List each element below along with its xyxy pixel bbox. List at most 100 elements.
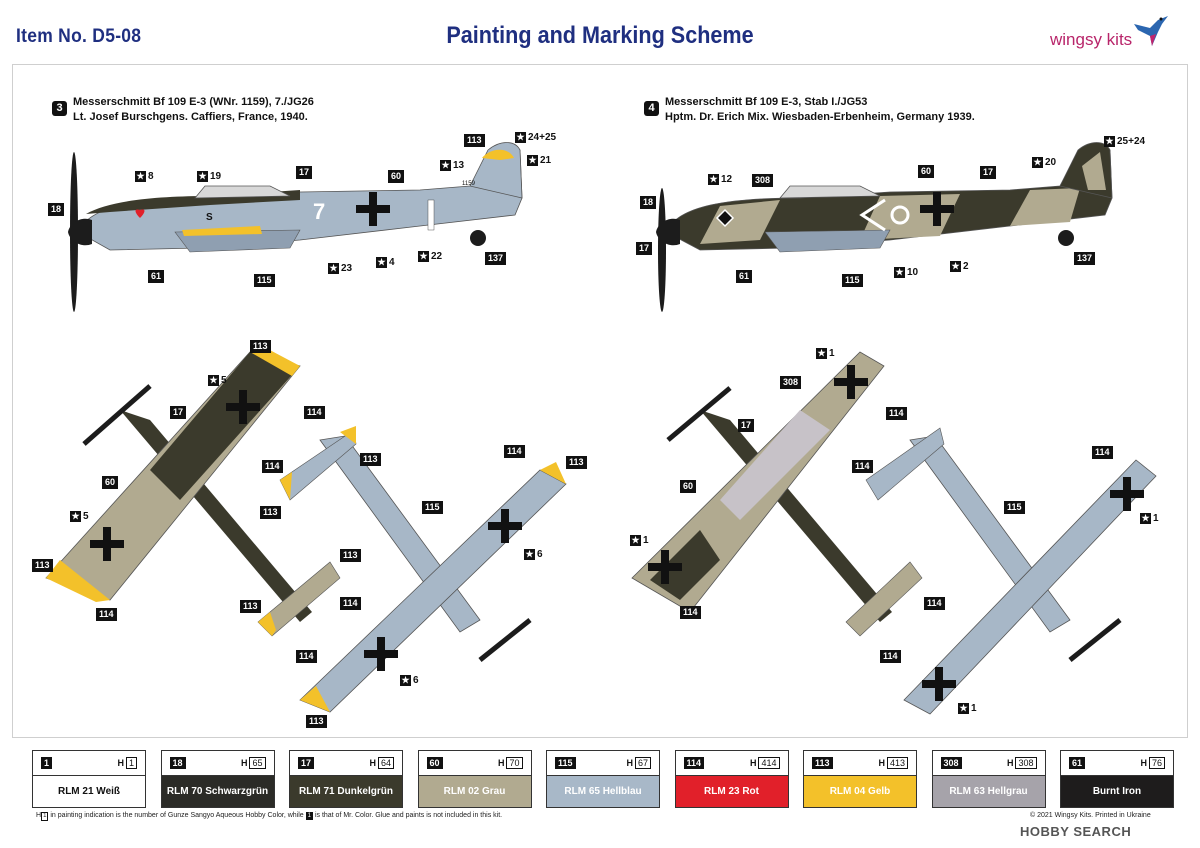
callout: 137 (1074, 252, 1096, 265)
stencil-marker: ★10 (894, 267, 919, 278)
stencil-marker: ★21 (527, 155, 552, 166)
callout: 113 (340, 549, 361, 562)
callout: 115 (254, 274, 275, 287)
callout: 17 (738, 419, 755, 432)
stencil-marker: ★12 (708, 174, 733, 185)
watermark: HOBBY SEARCH (1020, 824, 1132, 839)
color-name: RLM 21 Weiß (33, 776, 145, 807)
stencil-marker: ★6 (524, 549, 543, 560)
stencil-marker: ★13 (440, 160, 465, 171)
callout: 17 (170, 406, 187, 419)
callout: 114 (262, 460, 283, 473)
nose-marking: S (206, 212, 213, 223)
callout: 113 (306, 715, 327, 728)
scheme-4-subtitle: Hptm. Dr. Erich Mix. Wiesbaden-Erbenheim… (665, 111, 975, 123)
stencil-marker: ★23 (328, 263, 353, 274)
plan-4-lower-view (865, 427, 1157, 715)
callout: 115 (1004, 501, 1025, 514)
stencil-marker: ★1 (1140, 513, 1159, 524)
stencil-marker: ★4 (376, 257, 395, 268)
callout: 113 (250, 340, 271, 353)
callout: 113 (240, 600, 261, 613)
callout: 114 (680, 606, 701, 619)
callout: 61 (148, 270, 165, 283)
stencil-marker: ★1 (816, 348, 835, 359)
callout: 114 (96, 608, 117, 621)
scheme-3-header: 3 Messerschmitt Bf 109 E-3 (WNr. 1159), … (52, 95, 314, 125)
callout: 18 (48, 203, 65, 216)
profile-4-side-view (656, 142, 1113, 312)
callout: 114 (886, 407, 907, 420)
artwork-frame (12, 64, 1188, 738)
callout: 114 (880, 650, 901, 663)
stencil-marker: ★5 (208, 375, 227, 386)
mr-color-code: 308 (940, 757, 962, 769)
plan-3-upper-view (45, 348, 341, 637)
hummingbird-logo-icon (1134, 16, 1168, 46)
stencil-marker: ★8 (135, 171, 154, 182)
callout: 60 (388, 170, 405, 183)
color-name: RLM 65 Hellblau (547, 776, 659, 807)
callout: 115 (842, 274, 863, 287)
page-title: Painting and Marking Scheme (446, 22, 754, 49)
callout: 114 (296, 650, 317, 663)
color-name: RLM 63 Hellgrau (932, 776, 1045, 807)
fuselage-number: 7 (313, 199, 326, 224)
stencil-marker: ★1 (958, 703, 977, 714)
stencil-marker: ★1 (630, 535, 649, 546)
callout: 115 (422, 501, 443, 514)
callout: 114 (924, 597, 945, 610)
mr-color-code: 61 (1069, 757, 1086, 769)
stencil-marker: ★19 (197, 171, 222, 182)
callout: 113 (464, 134, 485, 147)
scheme-3-subtitle: Lt. Josef Burschgens. Caffiers, France, … (73, 111, 308, 123)
callout: 113 (360, 453, 381, 466)
callout: 113 (32, 559, 53, 572)
color-name: RLM 23 Rot (675, 776, 788, 807)
callout: 61 (736, 270, 753, 283)
mr-color-code: 114 (683, 757, 705, 769)
scheme-number-badge: 3 (52, 101, 67, 116)
callout: 17 (980, 166, 997, 179)
callout: 114 (340, 597, 361, 610)
callout: 137 (485, 252, 507, 265)
stencil-marker: ★5 (70, 511, 89, 522)
callout: 17 (296, 166, 313, 179)
callout: 114 (852, 460, 873, 473)
scheme-4-title: Messerschmitt Bf 109 E-3, Stab I./JG53 (665, 96, 868, 108)
werknummer-marking: 1159 (462, 181, 475, 187)
plan-4-upper-view (631, 351, 923, 637)
callout: 114 (504, 445, 525, 458)
brand-name: wingsy kits (1050, 30, 1133, 49)
callout: 308 (780, 376, 802, 389)
mr-color-code: 115 (555, 757, 576, 769)
mr-color-code: 17 (298, 757, 315, 769)
callout: 308 (752, 174, 774, 187)
scheme-3-title: Messerschmitt Bf 109 E-3 (WNr. 1159), 7.… (73, 96, 314, 108)
mr-color-code: 113 (812, 757, 833, 769)
callout: 114 (304, 406, 325, 419)
callout: 17 (636, 242, 653, 255)
stencil-marker: ★6 (400, 675, 419, 686)
profile-3-side-view (68, 142, 523, 312)
callout: 60 (680, 480, 697, 493)
callout: 114 (1092, 446, 1113, 459)
stencil-marker: ★25+24 (1104, 136, 1146, 147)
color-name: RLM 04 Gelb (804, 776, 916, 807)
mr-color-code: 1 (41, 757, 53, 769)
